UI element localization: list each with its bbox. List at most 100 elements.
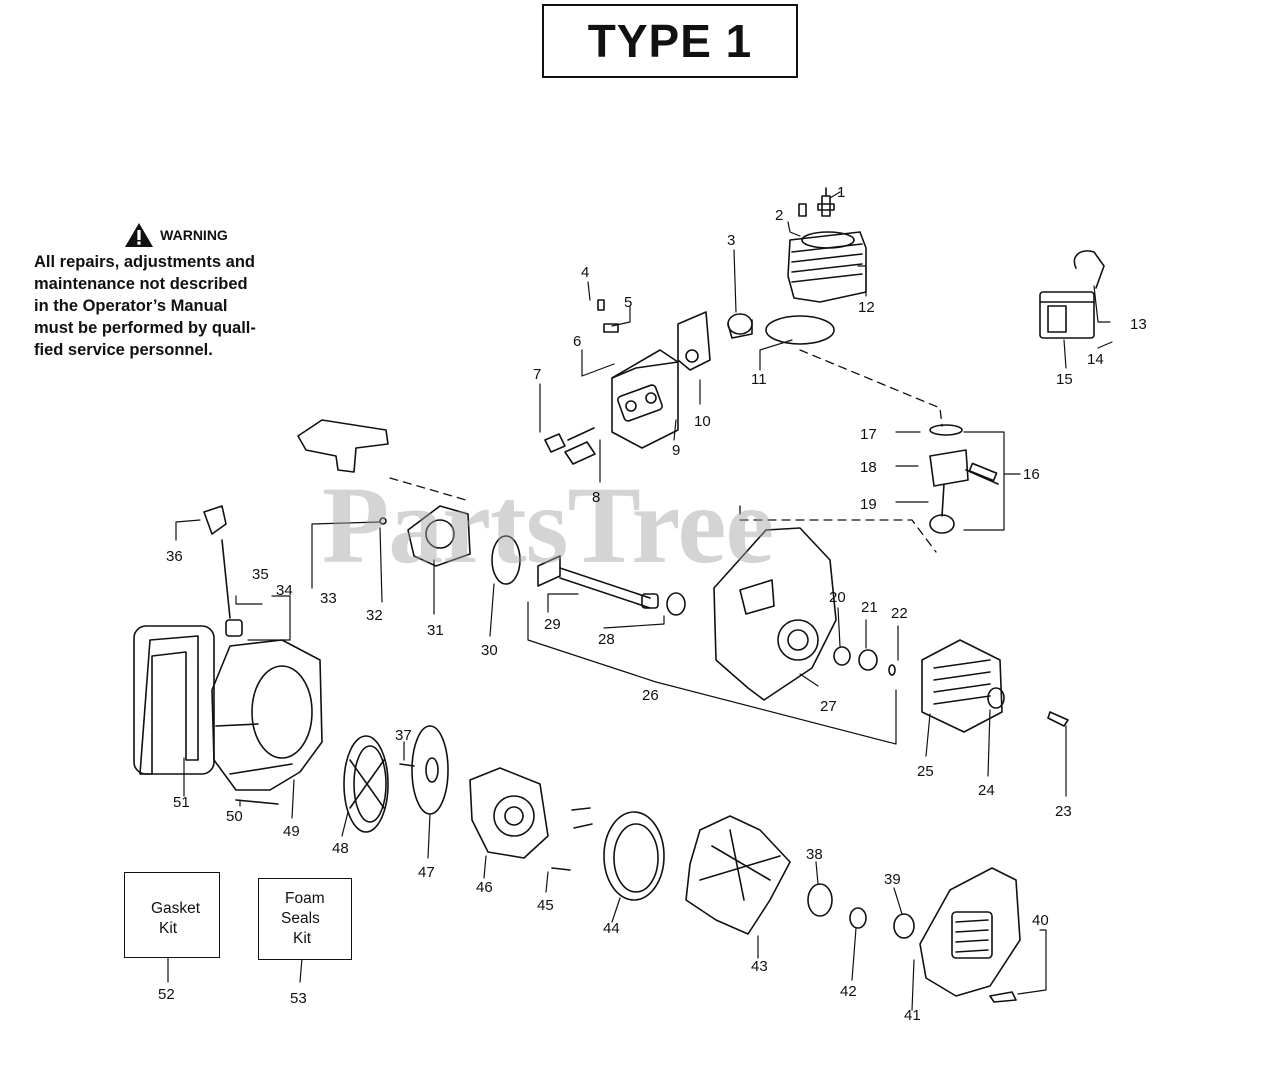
warning-heading: WARNING: [160, 227, 228, 243]
leader-lines: [167, 191, 1113, 1011]
fan-cover-part: [603, 811, 665, 901]
crankcase-seal-part: [833, 646, 851, 666]
part-label-44[interactable]: 44: [603, 920, 620, 937]
crankcase-part: [713, 527, 837, 701]
cylinder-screw-part: [798, 203, 807, 217]
part-label-41[interactable]: 41: [904, 1007, 921, 1024]
part-label-18[interactable]: 18: [860, 459, 877, 476]
bearing-part: [858, 649, 878, 671]
part-label-25[interactable]: 25: [917, 763, 934, 780]
part-label-31[interactable]: 31: [427, 622, 444, 639]
intake-adapter-part: [407, 505, 471, 567]
warning-heading-row: WARNING: [34, 222, 318, 248]
part-label-15[interactable]: 15: [1056, 371, 1073, 388]
cylinder-gasket-part: [765, 315, 835, 345]
warning-line: must be performed by quall-: [34, 319, 256, 337]
type-title-box: TYPE 1: [542, 4, 798, 78]
part-label-14[interactable]: 14: [1087, 351, 1104, 368]
part-label-2[interactable]: 2: [775, 207, 784, 224]
handle-grip-part: [133, 625, 215, 775]
part-label-39[interactable]: 39: [884, 871, 901, 888]
watermark-text: PartsTree: [322, 464, 774, 586]
cover-screw-part: [989, 991, 1017, 1003]
gasket-kit-label: Gasket: [151, 900, 201, 917]
part-label-47[interactable]: 47: [418, 864, 435, 881]
part-label-22[interactable]: 22: [891, 605, 908, 622]
part-label-13[interactable]: 13: [1130, 316, 1147, 333]
part-label-7[interactable]: 7: [533, 366, 542, 383]
muffler-part: [611, 349, 679, 449]
part-label-6[interactable]: 6: [573, 333, 582, 350]
muffler-cover-part: [677, 311, 711, 371]
part-label-32[interactable]: 32: [366, 607, 383, 624]
part-label-23[interactable]: 23: [1055, 803, 1072, 820]
part-label-1[interactable]: 1: [837, 184, 846, 201]
part-label-19[interactable]: 19: [860, 496, 877, 513]
warning-block: WARNING All repairs, adjustments and mai…: [34, 222, 318, 361]
page-title: TYPE 1: [587, 15, 753, 67]
assembly-dashed-lines: [389, 349, 943, 553]
part-label-11[interactable]: 11: [751, 371, 767, 388]
part-label-38[interactable]: 38: [806, 846, 823, 863]
gasket-kit-label: Kit: [159, 920, 178, 937]
part-label-48[interactable]: 48: [332, 840, 349, 857]
part-label-45[interactable]: 45: [537, 897, 554, 914]
impeller-washer-part: [807, 883, 833, 917]
part-label-36[interactable]: 36: [166, 548, 183, 565]
exhaust-sleeve-part: [727, 313, 753, 339]
spark-plug-part: [817, 187, 835, 217]
part-label-29[interactable]: 29: [544, 616, 561, 633]
crankshaft-part: [537, 555, 686, 616]
part-label-34[interactable]: 34: [276, 582, 293, 599]
spacer-part: [893, 913, 915, 939]
warning-line: maintenance not described: [34, 275, 248, 293]
part-label-12[interactable]: 12: [858, 299, 875, 316]
part-label-4[interactable]: 4: [581, 264, 590, 281]
spring-washer-hole: [425, 757, 439, 783]
rope-guide-part: [225, 619, 243, 637]
impeller-part: [685, 815, 791, 935]
gasket-kit-box[interactable]: Gasket Kit: [124, 872, 220, 958]
spring-washer-part: [411, 725, 449, 815]
part-label-10[interactable]: 10: [694, 413, 711, 430]
piston-assembly-part: [929, 424, 999, 534]
part-label-24[interactable]: 24: [978, 782, 995, 799]
pulley-screw-part: [399, 763, 415, 767]
part-label-50[interactable]: 50: [226, 808, 243, 825]
part-label-42[interactable]: 42: [840, 983, 857, 1000]
warning-triangle-icon: [125, 223, 154, 247]
part-label-35[interactable]: 35: [252, 566, 269, 583]
ignition-module-part: [1039, 250, 1105, 339]
part-label-9[interactable]: 9: [672, 442, 681, 459]
part-label-30[interactable]: 30: [481, 642, 498, 659]
warning-line: in the Operator’s Manual: [34, 297, 228, 315]
part-label-33[interactable]: 33: [320, 590, 337, 607]
cylinder-part: [787, 231, 867, 303]
part-label-17[interactable]: 17: [860, 426, 877, 443]
part-label-37[interactable]: 37: [395, 727, 412, 744]
pin-part: [1047, 711, 1069, 727]
part-label-8[interactable]: 8: [592, 489, 601, 506]
part-label-40[interactable]: 40: [1032, 912, 1049, 929]
intake-gasket-part: [491, 535, 521, 585]
part-label-27[interactable]: 27: [820, 698, 837, 715]
part-label-43[interactable]: 43: [751, 958, 768, 975]
part-label-3[interactable]: 3: [727, 232, 736, 249]
washer-part: [888, 664, 896, 676]
intake-screw-part: [379, 517, 387, 525]
part-label-26[interactable]: 26: [642, 687, 659, 704]
warning-text: All repairs, adjustments and maintenance…: [34, 251, 318, 361]
part-label-51[interactable]: 51: [173, 794, 190, 811]
part-label-21[interactable]: 21: [861, 599, 878, 616]
part-label-46[interactable]: 46: [476, 879, 493, 896]
part-label-16[interactable]: 16: [1023, 466, 1040, 483]
part-label-5[interactable]: 5: [624, 294, 633, 311]
part-label-52[interactable]: 52: [158, 986, 175, 1003]
foam-seals-kit-box[interactable]: Foam Seals Kit: [258, 878, 352, 960]
part-label-53[interactable]: 53: [290, 990, 307, 1007]
starter-grip-part: [203, 505, 227, 535]
starter-rope-part: [221, 539, 231, 619]
part-label-28[interactable]: 28: [598, 631, 615, 648]
part-label-20[interactable]: 20: [829, 589, 846, 606]
part-label-49[interactable]: 49: [283, 823, 300, 840]
